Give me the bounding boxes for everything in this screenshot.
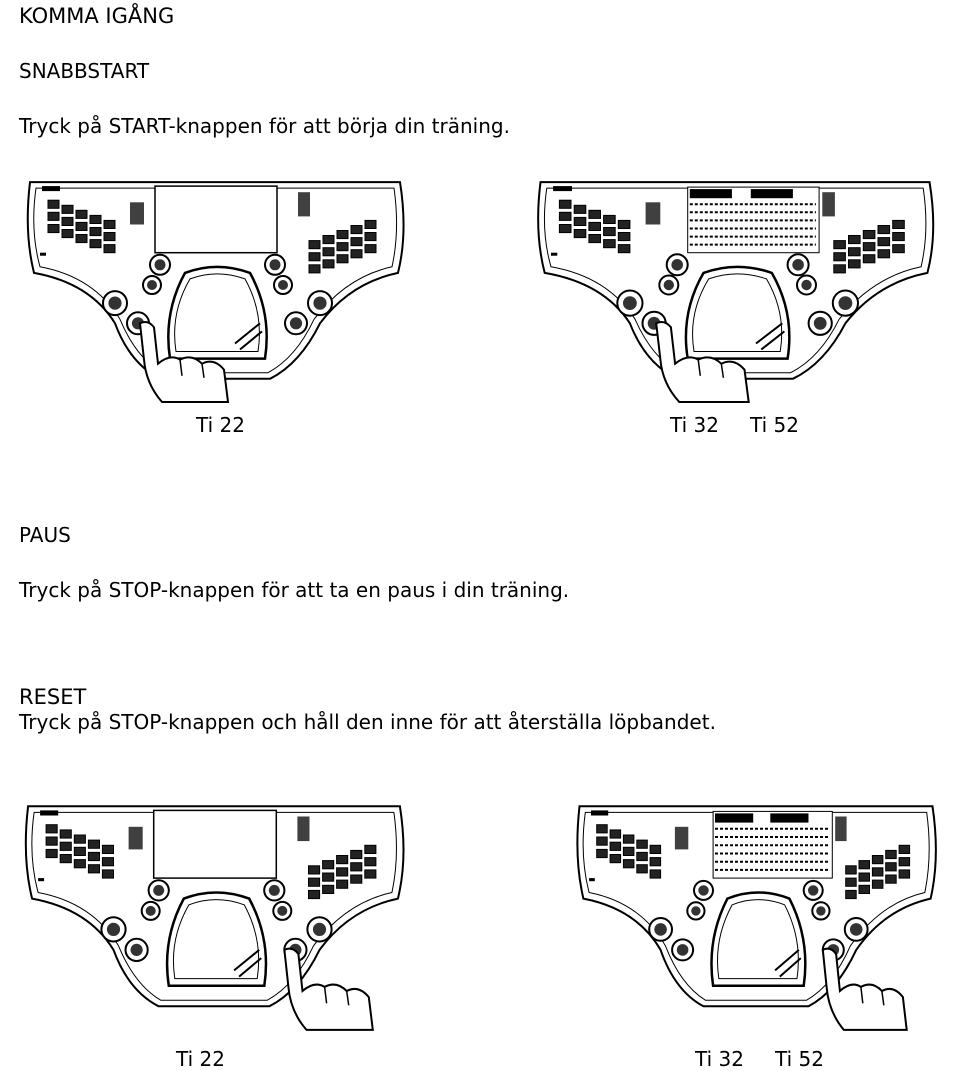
reset-text: Tryck på STOP-knappen och håll den inne … xyxy=(19,710,716,734)
console-illustration-ti32-ti52-stop xyxy=(570,796,942,1032)
quickstart-text: Tryck på START-knappen för att börja din… xyxy=(19,114,510,138)
caption-ti52: Ti 52 xyxy=(750,413,799,437)
console-illustration-ti22-stop xyxy=(18,796,410,1032)
section-title: KOMMA IGÅNG xyxy=(19,4,175,28)
pause-text: Tryck på STOP-knappen för att ta en paus… xyxy=(19,578,570,602)
reset-heading: RESET xyxy=(19,685,87,709)
caption-ti22-reset: Ti 22 xyxy=(176,1047,225,1071)
caption-ti22: Ti 22 xyxy=(196,413,245,437)
console-illustration-ti22-start xyxy=(20,172,410,404)
quickstart-heading: SNABBSTART xyxy=(19,59,150,83)
pause-heading: PAUS xyxy=(19,523,71,547)
caption-ti52-reset: Ti 52 xyxy=(775,1047,824,1071)
caption-ti32-reset: Ti 32 xyxy=(695,1047,744,1071)
console-illustration-ti32-ti52-start xyxy=(530,172,940,404)
caption-ti32: Ti 32 xyxy=(670,413,719,437)
